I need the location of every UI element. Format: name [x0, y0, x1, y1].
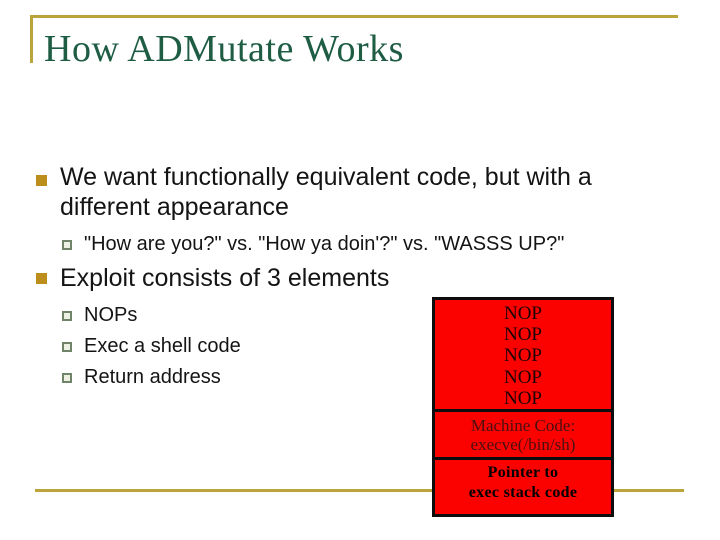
sub-bullet-square-icon — [62, 311, 72, 321]
top-border-line — [30, 15, 678, 18]
sub-bullet-row: "How are you?" vs. "How ya doin'?" vs. "… — [62, 232, 564, 256]
nop-line: NOP — [503, 387, 542, 409]
sub-bullet-square-icon — [62, 342, 72, 352]
bullet-square-icon — [36, 273, 47, 284]
sub-bullet-row: NOPs — [62, 303, 137, 327]
sub-bullet-square-icon — [62, 240, 72, 250]
left-border-line — [30, 15, 33, 63]
sub-bullet-row: Exec a shell code — [62, 334, 241, 358]
sub-bullet-row: Return address — [62, 365, 221, 389]
slide-title: How ADMutate Works — [44, 28, 404, 70]
sub-bullet-text-shellcode: Exec a shell code — [84, 335, 241, 357]
nop-line: NOP — [503, 345, 542, 367]
machine-code-line: execve(/bin/sh) — [470, 435, 576, 454]
machine-code-line: Machine Code: — [470, 416, 576, 435]
pointer-line: Pointer to — [487, 464, 559, 481]
pointer-line: exec stack code — [468, 484, 578, 501]
bottom-border-line — [35, 489, 684, 492]
sub-bullet-text-return-address: Return address — [84, 366, 221, 388]
bullet-square-icon — [36, 175, 47, 186]
nop-section: NOP NOP NOP NOP NOP — [435, 300, 611, 412]
nop-line: NOP — [503, 303, 542, 324]
bullet-text-1: We want functionally equivalent code, bu… — [60, 163, 592, 221]
sub-bullet-text-nops: NOPs — [84, 304, 138, 326]
stack-diagram: NOP NOP NOP NOP NOP Machine Code: execve… — [432, 297, 614, 517]
nop-line: NOP — [503, 366, 542, 388]
sub-bullet-quote-text: "How are you?" vs. "How ya doin'?" vs. "… — [84, 233, 565, 255]
nop-line: NOP — [503, 324, 542, 346]
pointer-section: Pointer to exec stack code — [435, 460, 611, 514]
bullet-text-2: Exploit consists of 3 elements — [60, 264, 390, 292]
machine-code-section: Machine Code: execve(/bin/sh) — [435, 412, 611, 460]
sub-bullet-square-icon — [62, 373, 72, 383]
